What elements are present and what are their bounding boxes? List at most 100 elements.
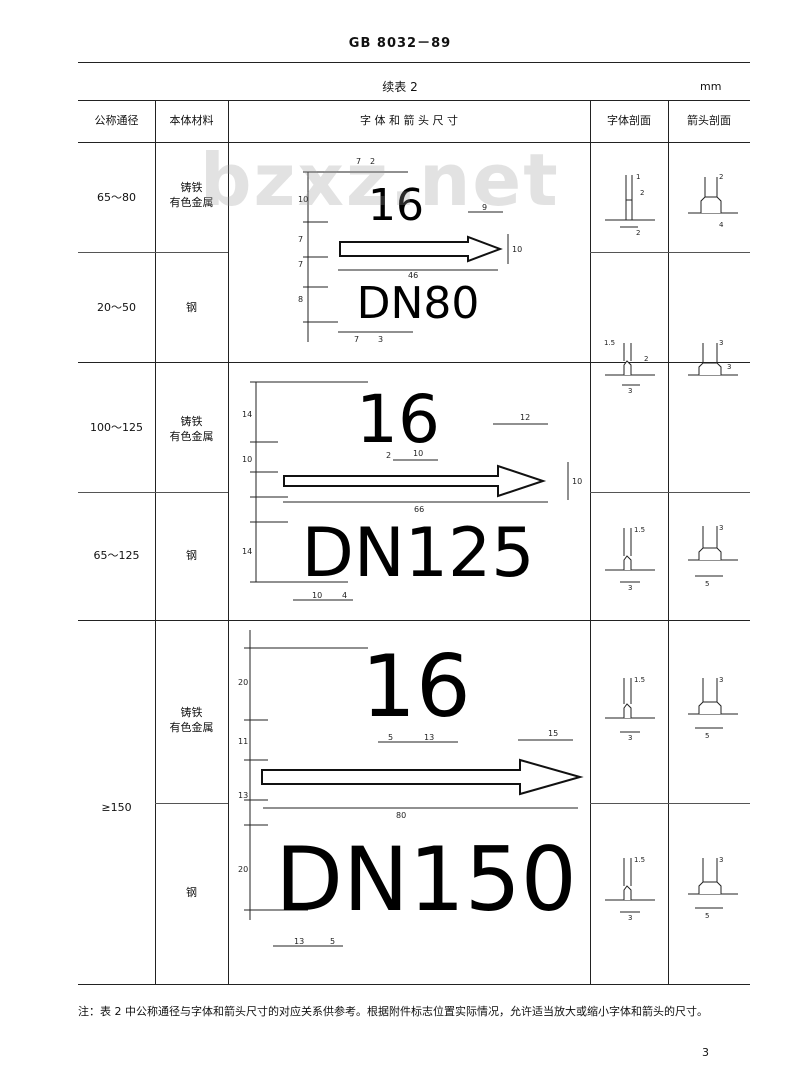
page-number: 3 xyxy=(702,1046,709,1059)
fig1-dim-3: 10 xyxy=(512,245,522,254)
fig2-dim-6: 14 xyxy=(242,547,252,556)
r2-arrow-dim-0: 3 xyxy=(719,339,723,347)
r2-font-dim-0: 1.5 xyxy=(604,339,615,347)
header-bottom-rule xyxy=(78,142,750,143)
fig1-dim-10: 3 xyxy=(378,335,383,344)
fig2-arrow xyxy=(283,464,547,498)
fig3-dim-7: 80 xyxy=(396,811,406,820)
row3-material-line2: 有色金属 xyxy=(169,430,214,443)
row4-arrow-section: 3 5 xyxy=(688,676,738,740)
header-rule xyxy=(78,62,750,63)
fig2-dim-8: 10 xyxy=(312,591,322,600)
row1-arrow-section: 2 4 xyxy=(688,173,738,229)
fig1-dim-8: 10 xyxy=(298,195,308,204)
fig3-number: 16 xyxy=(361,637,470,737)
row5-material-b: 钢 xyxy=(186,886,197,899)
row1-material: 铸铁 有色金属 xyxy=(155,180,228,210)
fig2-dim-5: 10 xyxy=(242,455,252,464)
row-divider-3a xyxy=(78,492,228,493)
row3-arrow-section: 3 5 xyxy=(688,524,738,588)
row4-dn: 65～125 xyxy=(93,549,140,562)
r3-font-dim-0: 1.5 xyxy=(634,526,645,534)
fig3-label: DN150 xyxy=(275,828,577,931)
table-bottom-rule xyxy=(78,984,750,985)
row-divider-1a xyxy=(78,252,228,253)
table-note: 注：表 2 中公称通径与字体和箭头尺寸的对应关系供参考。根据附件标志位置实际情况… xyxy=(78,1005,708,1018)
row5-font-section: 1.5 3 xyxy=(605,856,655,922)
row3-font-section: 1.5 3 xyxy=(605,526,655,592)
fig1-dim-6: 8 xyxy=(298,295,303,304)
fig3-dim-9: 5 xyxy=(330,937,335,946)
row3-material: 铸铁 有色金属 xyxy=(155,414,228,444)
row2-dn: 20～50 xyxy=(97,301,136,314)
r4-font-dim-0: 1.5 xyxy=(634,676,645,684)
fig2-dim-7: 66 xyxy=(414,505,424,514)
fig3-dim-1: 5 xyxy=(388,733,393,742)
r3-arrow-dim-0: 3 xyxy=(719,524,723,532)
fig1-dim-0: 7 xyxy=(356,157,361,166)
fig2-dim-9: 4 xyxy=(342,591,347,600)
table-title: 续表 2 xyxy=(382,80,418,94)
row-divider-4 xyxy=(78,620,750,621)
row4-font-section: 1.5 3 xyxy=(605,676,655,742)
row-divider-3b xyxy=(590,492,750,493)
fig1-dim-5: 7 xyxy=(298,260,303,269)
r2-font-dim-1: 2 xyxy=(644,355,648,363)
fig3-dim-2: 13 xyxy=(424,733,434,742)
fig1-dim-4: 7 xyxy=(298,235,303,244)
row3-material-line1: 铸铁 xyxy=(180,415,203,428)
row-divider-2 xyxy=(78,362,750,363)
r1-font-dim-1: 2 xyxy=(640,189,644,197)
fig1-dim-9: 7 xyxy=(354,335,359,344)
figure-dn125: 16 DN125 14 2 10 12 10 10 14 66 10 4 xyxy=(242,381,582,601)
col-divider-4 xyxy=(668,100,669,984)
col-header-arrow-section: 箭头剖面 xyxy=(687,114,731,127)
fig3-dim-6: 20 xyxy=(238,865,248,874)
figure-dn80: 16 DN80 7 2 9 10 7 7 8 46 10 7 3 xyxy=(298,157,522,344)
fig2-dim-1: 2 xyxy=(386,451,391,460)
fig3-dim-4: 11 xyxy=(238,737,248,746)
row2-font-section: 1.5 2 3 xyxy=(604,339,655,395)
row-divider-5b xyxy=(590,803,750,804)
row3-dn: 100～125 xyxy=(90,421,143,434)
fig2-dim-4: 10 xyxy=(572,477,582,486)
row1-dn: 65～80 xyxy=(97,191,136,204)
table-top-rule xyxy=(78,100,750,101)
row-divider-1b xyxy=(590,252,750,253)
row1-material-line2: 有色金属 xyxy=(169,196,214,209)
fig1-label: DN80 xyxy=(357,278,480,329)
fig1-dim-7: 46 xyxy=(408,271,418,280)
fig2-label: DN125 xyxy=(301,514,534,593)
r1-font-dim-2: 2 xyxy=(636,229,640,235)
row5a-material-line1: 铸铁 xyxy=(180,706,203,719)
r5-font-dim-1: 3 xyxy=(628,914,632,922)
r2-font-dim-2: 3 xyxy=(628,387,632,395)
col-header-dn: 公称通径 xyxy=(94,114,139,127)
fig1-dim-1: 2 xyxy=(370,157,375,166)
r4-arrow-dim-0: 3 xyxy=(719,676,723,684)
fig2-dim-3: 12 xyxy=(520,413,530,422)
col-divider-3 xyxy=(590,100,591,984)
col-header-font-section: 字体剖面 xyxy=(607,114,651,127)
fig1-dim-2: 9 xyxy=(482,203,487,212)
unit-label: mm xyxy=(700,80,722,93)
r5-arrow-dim-1: 5 xyxy=(705,912,709,920)
col-header-dimensions: 字 体 和 箭 头 尺 寸 xyxy=(360,114,458,127)
row5-dn: ≥150 xyxy=(101,801,132,814)
row4-material: 钢 xyxy=(186,549,197,562)
fig1-arrow xyxy=(339,235,503,263)
r1-arrow-dim-1: 4 xyxy=(719,221,724,229)
fig2-dim-0: 14 xyxy=(242,410,252,419)
row1-font-section: 1 2 2 xyxy=(605,173,655,235)
row5a-material-line2: 有色金属 xyxy=(169,721,214,734)
row5-arrow-section: 3 5 xyxy=(688,856,738,920)
figure-dn150: 16 DN150 20 5 13 15 11 13 20 80 13 5 xyxy=(238,630,584,947)
fig1-number: 16 xyxy=(368,180,424,231)
row5-material-a: 铸铁 有色金属 xyxy=(155,705,228,735)
r5-font-dim-0: 1.5 xyxy=(634,856,645,864)
row-divider-5a xyxy=(155,803,228,804)
col-header-material: 本体材料 xyxy=(169,114,214,127)
standard-code: GB 8032－89 xyxy=(348,36,452,51)
r1-arrow-dim-0: 2 xyxy=(719,173,723,181)
watermark: bzxz.net xyxy=(200,138,560,222)
